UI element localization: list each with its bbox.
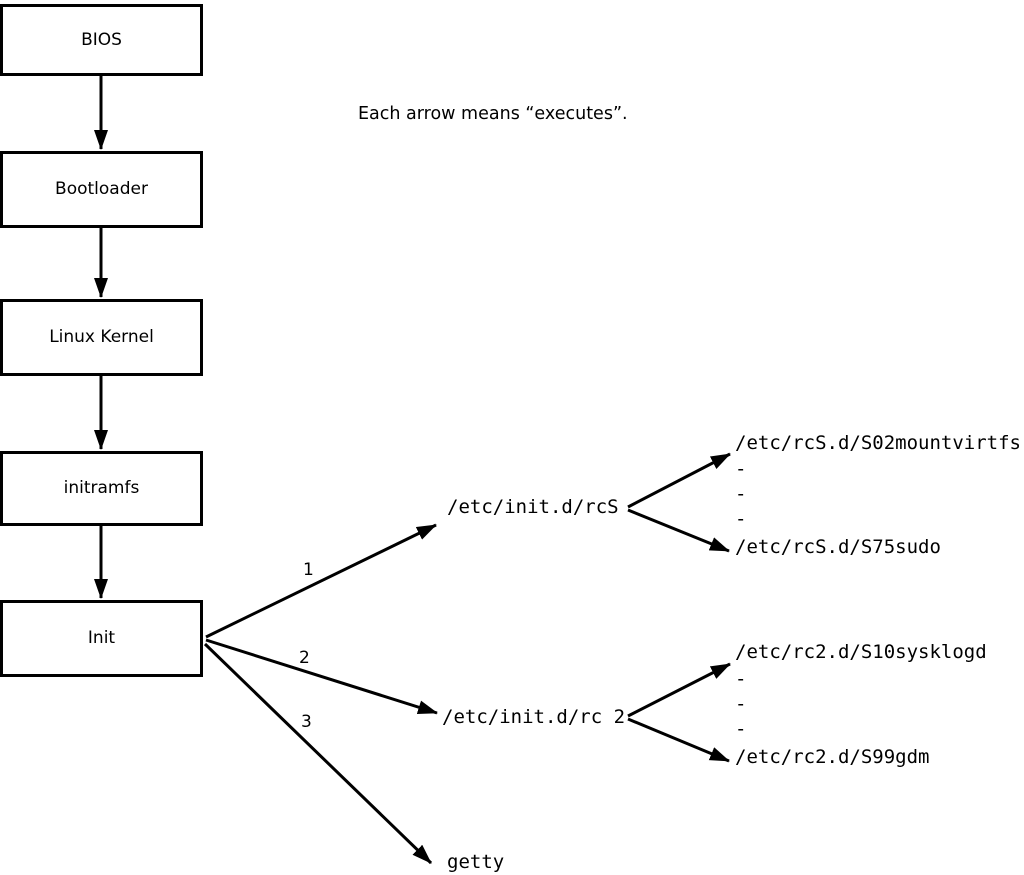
node-getty: getty <box>447 851 505 873</box>
node-etc-initd-rcs: /etc/init.d/rcS <box>447 496 619 518</box>
box-bios: BIOS <box>0 4 203 76</box>
arrow-rc2-to-s10sysklogd <box>627 662 731 718</box>
arrow-rcs-to-s75sudo <box>627 508 730 553</box>
box-init-label: Init <box>87 628 116 648</box>
arrow-init-to-rc2 <box>205 638 438 715</box>
leaf-rcs-dash-1: - <box>735 458 747 480</box>
box-initramfs: initramfs <box>0 451 203 526</box>
arrow-rc2-to-s99gdm <box>627 717 730 763</box>
arrow-init-to-rcs <box>205 523 437 639</box>
box-init: Init <box>0 600 203 677</box>
leaf-rc2-dash-2: - <box>735 693 747 715</box>
branch-label-2: 2 <box>299 648 310 668</box>
leaf-rcs-s02mountvirtfs: /etc/rcS.d/S02mountvirtfs <box>735 432 1021 454</box>
arrow-init-to-getty <box>203 642 433 865</box>
leaf-rcs-s75sudo: /etc/rcS.d/S75sudo <box>735 536 941 558</box>
leaf-rc2-dash-1: - <box>735 668 747 690</box>
box-initramfs-label: initramfs <box>63 478 140 498</box>
node-etc-initd-rc2: /etc/init.d/rc 2 <box>442 706 626 728</box>
leaf-rcs-dash-2: - <box>735 483 747 505</box>
box-bios-label: BIOS <box>81 29 122 50</box>
note-arrow-meaning: Each arrow means “executes”. <box>358 104 628 124</box>
box-linux-kernel: Linux Kernel <box>0 299 203 376</box>
branch-label-1: 1 <box>303 560 314 580</box>
arrow-rcs-to-s02mountvirtfs <box>627 452 731 509</box>
leaf-rc2-dash-3: - <box>735 718 747 740</box>
branch-label-3: 3 <box>301 712 312 732</box>
leaf-rc2-s99gdm: /etc/rc2.d/S99gdm <box>735 746 930 768</box>
leaf-rcs-dash-3: - <box>735 508 747 530</box>
box-bootloader: Bootloader <box>0 151 203 228</box>
box-bootloader-label: Bootloader <box>55 179 148 199</box>
box-linux-kernel-label: Linux Kernel <box>49 327 154 347</box>
leaf-rc2-s10sysklogd: /etc/rc2.d/S10sysklogd <box>735 641 987 663</box>
